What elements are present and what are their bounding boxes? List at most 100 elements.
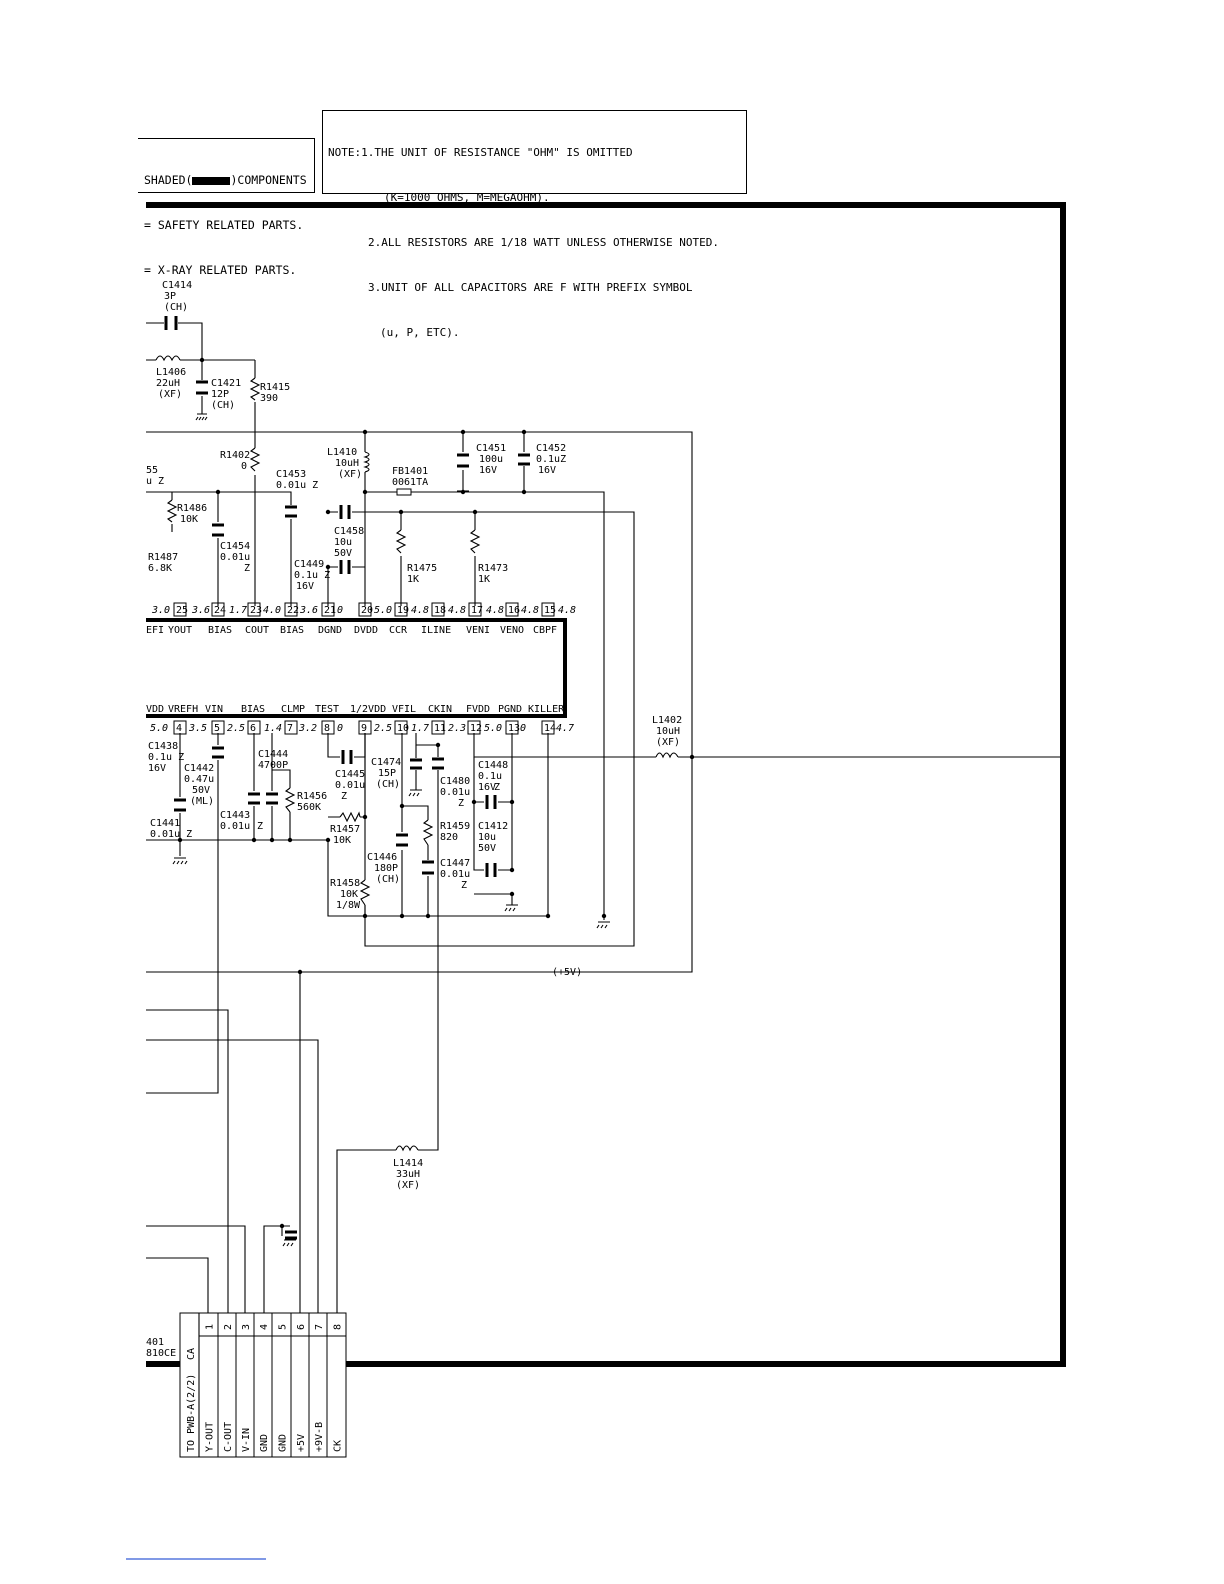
- label-c1451v: 100u: [479, 454, 503, 465]
- label-c1451t: 16V: [479, 465, 497, 476]
- capacitor-c1444-symbol: [266, 792, 278, 805]
- ground-symbols: [172, 413, 610, 1247]
- ic-bottom-pin-voltage: 0: [337, 723, 343, 734]
- label-r1415: R1415: [260, 382, 290, 393]
- label-c1454z: Z: [244, 563, 250, 574]
- junctions: [177, 357, 695, 1229]
- ic-bottom-pin-name: VDD: [146, 704, 164, 715]
- resistor-r1475-symbol: [395, 529, 407, 554]
- label-c1453: C1453: [276, 469, 306, 480]
- label-c1454: C1454: [220, 541, 250, 552]
- label-c1458t: 50V: [334, 548, 352, 559]
- label-r1458: R1458: [330, 878, 360, 889]
- label-l1406t: (XF): [158, 389, 182, 400]
- ic-top-pin-box: [247, 602, 261, 617]
- resistor-r1458-symbol: [359, 879, 371, 906]
- ic-bottom-pin-voltage: 4.7: [556, 723, 574, 734]
- capacitor-c1443-symbol: [248, 792, 260, 805]
- ic-top-pin-name: CBPF: [533, 625, 557, 636]
- label-l1406v: 22uH: [156, 378, 180, 389]
- capacitor-c1447-symbol: [422, 860, 434, 875]
- label-l1414t: (XF): [396, 1180, 420, 1191]
- label-fb1401: FB1401: [392, 466, 428, 477]
- ic-top-pin-voltage: 4.8: [558, 605, 576, 616]
- ic-bottom-pin-number: 7: [287, 723, 293, 734]
- label-l1406: L1406: [156, 367, 186, 378]
- ground-icon: [282, 1239, 296, 1247]
- note-line-3: 2.ALL RESISTORS ARE 1/18 WATT UNLESS OTH…: [368, 236, 719, 249]
- resistor-r1473-symbol: [469, 529, 481, 554]
- capacitor-c1446-symbol: [396, 833, 408, 847]
- label-c1447: C1447: [440, 858, 470, 869]
- connector-pin-number: 8: [333, 1324, 344, 1330]
- ic-bottom-pin-name: FVDD: [466, 704, 490, 715]
- ic-bottom-pin-name: TEST: [315, 704, 339, 715]
- label-r1402v: 0: [241, 461, 247, 472]
- label-c1452v: 0.1uZ: [536, 454, 566, 465]
- label-r1458w: 1/8W: [336, 900, 361, 911]
- resistor-r1486-symbol: [166, 499, 178, 523]
- capacitor-c1480-symbol: [432, 757, 444, 770]
- label-c1442m: (ML): [190, 796, 214, 807]
- ic-top-pin-number: 18: [434, 605, 446, 616]
- connector-pin-number: 5: [278, 1324, 289, 1330]
- label-v5: (+5V): [552, 967, 582, 978]
- ground-icon: [504, 904, 518, 912]
- connector-pin-signal: GND: [259, 1434, 270, 1452]
- capacitor-c1414-symbol: [164, 316, 178, 330]
- shaded-swatch: [192, 176, 231, 185]
- label-p401: 401: [146, 1337, 164, 1348]
- capacitor-c1474-symbol: [410, 758, 422, 770]
- ic-top-pin-name: YOUT: [168, 625, 192, 636]
- inductor-l1406-symbol: [155, 355, 181, 362]
- label-c1442: C1442: [184, 763, 214, 774]
- label-c1438: C1438: [148, 741, 178, 752]
- label-c1414: C1414: [162, 280, 192, 291]
- label-c1443z: Z: [257, 821, 263, 832]
- ic-top-pin-voltage: 4.8: [448, 605, 466, 616]
- capacitor-c1412-symbol: [485, 863, 497, 877]
- label-c1452t: 16V: [538, 465, 556, 476]
- label-c1452: C1452: [536, 443, 566, 454]
- label-r1457v: 10K: [333, 835, 351, 846]
- inductor-l1410-symbol: [363, 451, 370, 473]
- label-r1473v: 1K: [478, 574, 490, 585]
- label-c1446v: 180P: [374, 863, 398, 874]
- ic-bottom-pin-voltage: 2.3: [448, 723, 466, 734]
- label-c1444: C1444: [258, 749, 288, 760]
- label-c1412t: 50V: [478, 843, 496, 854]
- ic-bottom-pin-voltage: 3.5: [188, 723, 207, 734]
- label-c1445v: 0.01u: [335, 780, 365, 791]
- note-line-2: (K=1000 OHMS, M=MEGAOHM).: [384, 191, 550, 204]
- label-c1454v: 0.01u: [220, 552, 250, 563]
- label-r1487v: 6.8K: [148, 563, 172, 574]
- label-r1475v: 1K: [407, 574, 419, 585]
- label-c1449: C1449: [294, 559, 324, 570]
- label-c1438v: 0.1u Z: [148, 752, 184, 763]
- label-c1441: C1441: [150, 818, 180, 829]
- capacitor-c1442-symbol: [212, 746, 224, 759]
- label-c1474v: 15P: [378, 768, 396, 779]
- ic-bottom-pin-name: VIN: [205, 704, 223, 715]
- label-c1448v: 0.1u: [478, 771, 502, 782]
- label-c1448t: 16V: [478, 782, 496, 793]
- connector-pin-signal: +5V: [296, 1434, 307, 1452]
- legend-line-shaded: SHADED()COMPONENTS: [144, 173, 307, 187]
- ic-bottom-pin-name: PGND: [498, 704, 522, 715]
- ic-bottom-pin-number: 8: [324, 723, 330, 734]
- label-c1453v: 0.01u Z: [276, 480, 318, 491]
- label-c1442v: 0.47u: [184, 774, 214, 785]
- ic-bottom-pin-voltage: 2.5: [374, 723, 392, 734]
- ic-bottom-pin-name: BIAS: [241, 704, 265, 715]
- label-c1447z: Z: [461, 880, 467, 891]
- ic-bottom-pin-box: [394, 720, 408, 735]
- label-r1487: R1487: [148, 552, 178, 563]
- ic-bottom-pin-number: 11: [434, 723, 446, 734]
- label-l1414: L1414: [393, 1158, 423, 1169]
- label-c1474t: (CH): [376, 779, 400, 790]
- label-c1447v: 0.01u: [440, 869, 470, 880]
- capacitor-c1453-symbol: [285, 505, 297, 518]
- component-labels: C14143P(CH)L140622uH(XF)C142112P(CH)R141…: [146, 280, 682, 1359]
